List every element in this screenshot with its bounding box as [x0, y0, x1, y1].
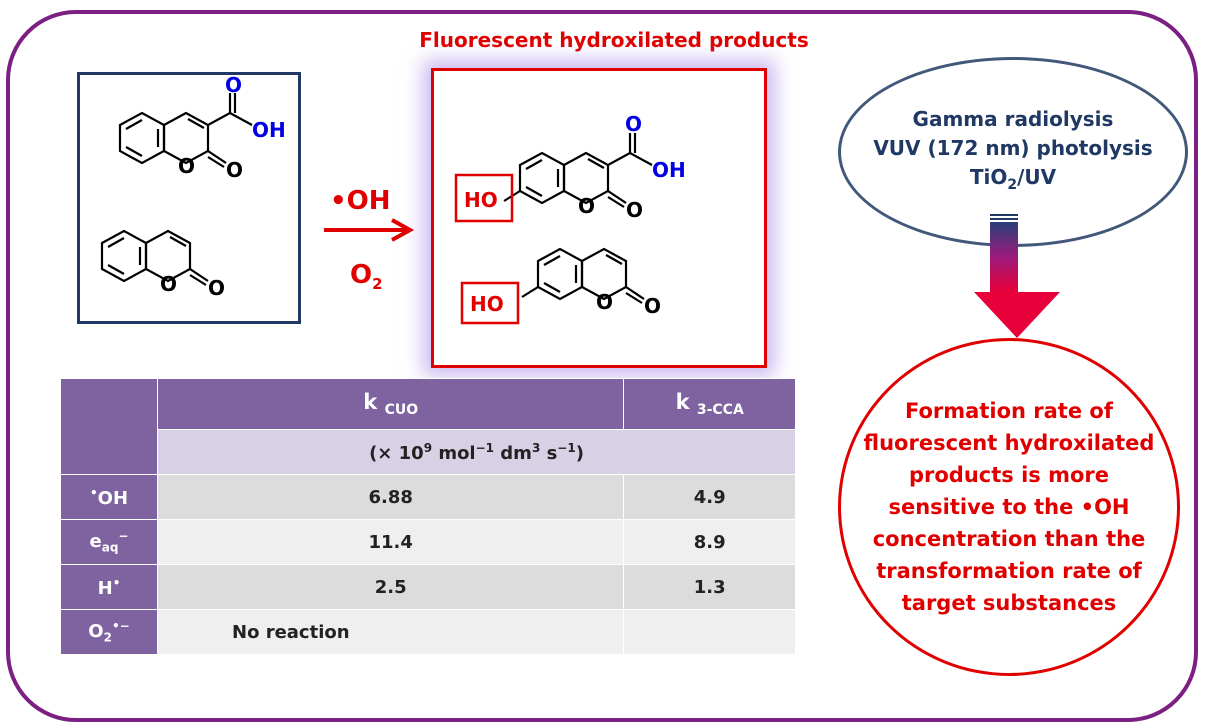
row-label-eaq: eaq− — [60, 519, 158, 565]
source-tio2: TiO2/UV — [969, 164, 1057, 193]
cell-h-cuo: 2.5 — [156, 564, 625, 610]
cell-h-3cca: 1.3 — [623, 564, 796, 610]
product-ring-o-label: O — [578, 194, 595, 218]
table-corner — [60, 378, 158, 475]
conclusion-line-7: target substances — [901, 591, 1117, 615]
conclusion-circle: Formation rate of fluorescent hydroxilat… — [838, 338, 1180, 676]
table-row: O2•− No reaction — [60, 609, 796, 655]
conclusion-line-2: fluorescent hydroxilated — [863, 431, 1155, 455]
ho-highlight-2 — [460, 281, 520, 325]
reactants-box: O OH O O O O — [77, 72, 301, 324]
conclusion-line-4: sensitive to the •OH — [888, 495, 1130, 519]
reagent-o2: O2 — [350, 260, 383, 294]
conclusion-line-6: transformation rate of — [876, 559, 1142, 583]
cell-eaq-cuo: 11.4 — [156, 519, 625, 565]
conclusion-line-5: concentration than the — [872, 527, 1146, 551]
cell-oh-3cca: 4.9 — [623, 474, 796, 520]
gradient-down-arrow — [974, 214, 1060, 338]
product-lactone-o-label-2: O — [644, 294, 661, 318]
product-structures: O OH O O HO O O HO — [454, 112, 686, 325]
reactant-structures: O OH O O O O — [100, 73, 286, 300]
lactone-o-label-2: O — [208, 276, 225, 300]
header-k-3cca: k 3-CCA — [623, 378, 796, 430]
conclusion-line-1: Formation rate of — [905, 399, 1113, 423]
source-gamma: Gamma radiolysis — [912, 106, 1114, 131]
cell-eaq-3cca: 8.9 — [623, 519, 796, 565]
ring-o-label-2: O — [160, 272, 177, 296]
product-ring-o-label-2: O — [596, 290, 613, 314]
product-carbonyl-o-label: O — [625, 112, 642, 136]
reagent-oh: •OH — [330, 186, 391, 216]
products-box: O OH O O HO O O HO — [431, 68, 767, 368]
row-label-o2: O2•− — [60, 609, 158, 655]
reaction-arrow — [324, 218, 414, 242]
header-k-cuo: k CUO — [156, 378, 625, 430]
conclusion-line-3: products is more — [908, 463, 1109, 487]
carbonyl-o-label: O — [225, 75, 242, 97]
rate-constants-table: k CUO k 3-CCA (× 109 mol−1 dm3 s−1) •OH … — [60, 378, 796, 655]
product-ho-label-1: HO — [464, 188, 498, 212]
product-ho-label-2: HO — [470, 292, 504, 316]
table-row: •OH 6.88 4.9 — [60, 474, 796, 520]
cell-oh-cuo: 6.88 — [156, 474, 625, 520]
table-row: eaq− 11.4 8.9 — [60, 519, 796, 565]
table-row: H• 2.5 1.3 — [60, 564, 796, 610]
row-label-h: H• — [60, 564, 158, 610]
product-lactone-o-label: O — [626, 198, 643, 222]
ho-highlight-1 — [454, 173, 514, 223]
oh-label: OH — [252, 118, 286, 142]
cell-o2-cuo: No reaction — [156, 609, 625, 655]
units-row: (× 109 mol−1 dm3 s−1) — [157, 429, 796, 475]
ring-o-label: O — [178, 154, 195, 178]
product-oh-label: OH — [652, 158, 686, 182]
lactone-o-label: O — [226, 158, 243, 182]
row-label-oh: •OH — [60, 474, 158, 520]
products-title: Fluorescent hydroxilated products — [419, 28, 809, 52]
cell-o2-3cca — [623, 609, 796, 655]
source-vuv: VUV (172 nm) photolysis — [873, 135, 1153, 160]
